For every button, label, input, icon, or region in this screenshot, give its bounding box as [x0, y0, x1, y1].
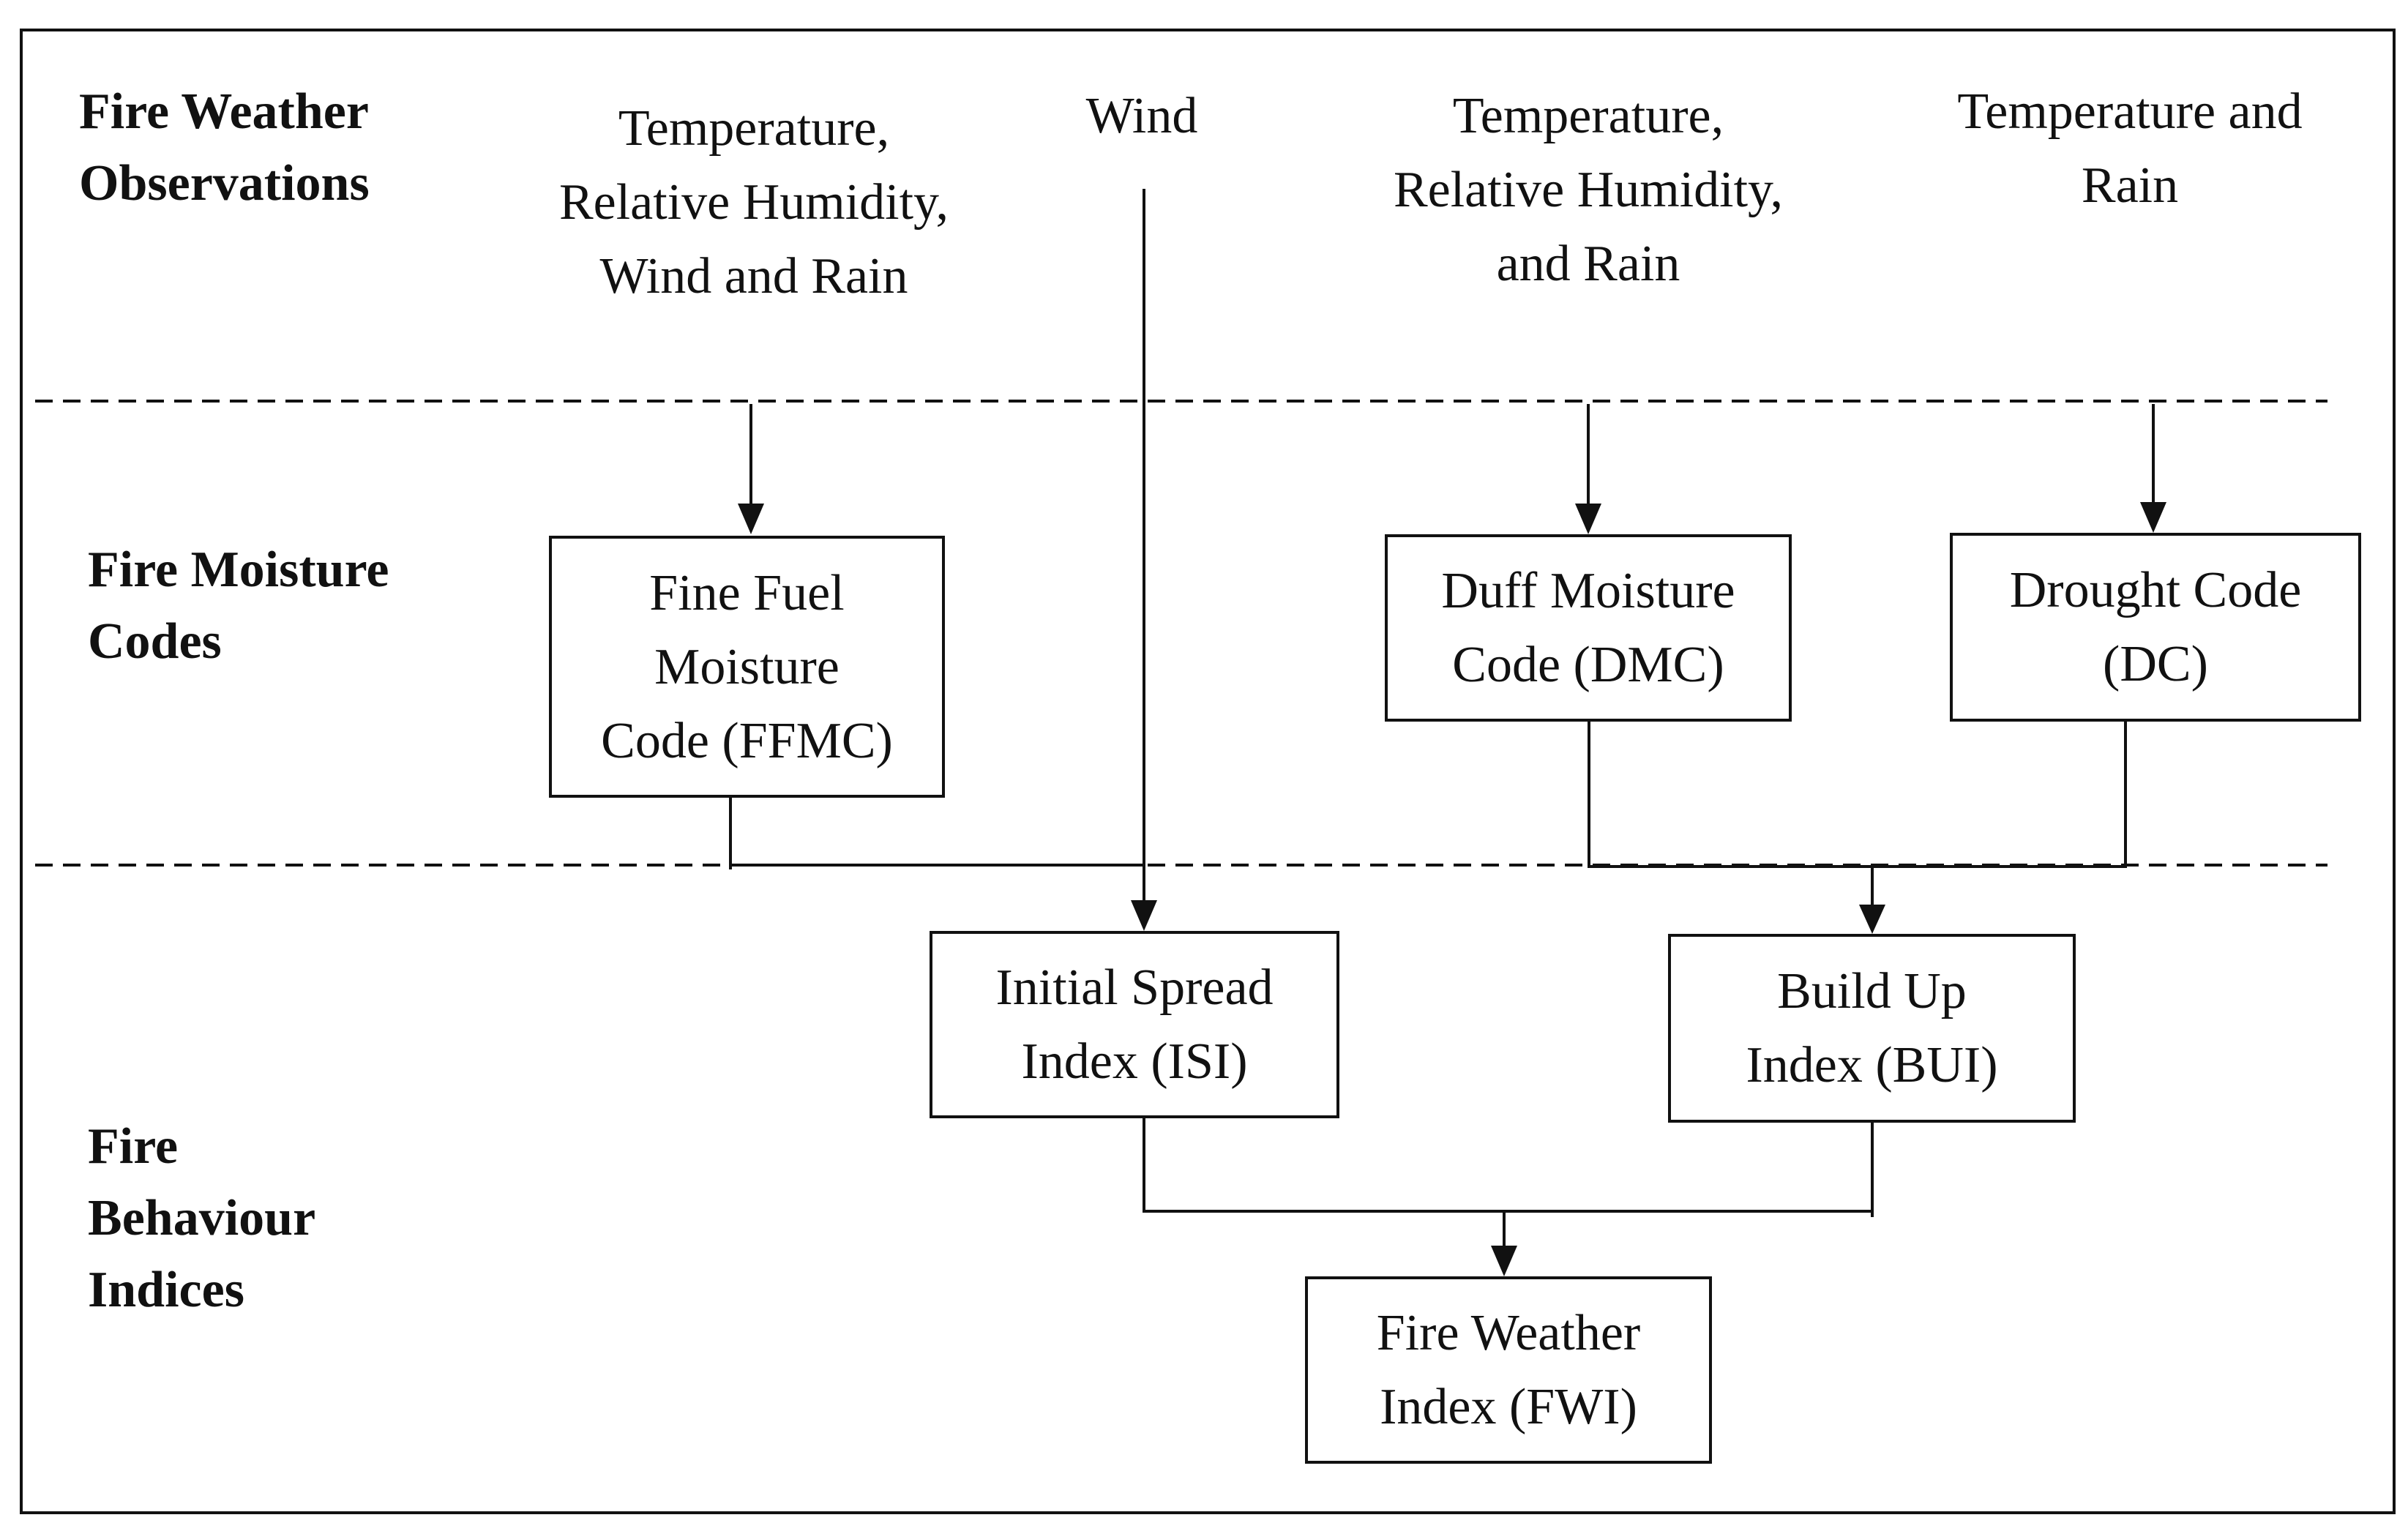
box-dc: Drought Code (DC) — [1950, 533, 2361, 722]
section-label-line: Behaviour — [88, 1190, 316, 1246]
arrow-to-dc-head — [2140, 502, 2166, 533]
observation-line: Relative Humidity, — [558, 174, 949, 231]
box-label-line: (DC) — [2103, 636, 2208, 692]
section-label-line: Observations — [79, 155, 370, 212]
box-label-line: Index (FWI) — [1380, 1379, 1637, 1435]
observation-line: Temperature, — [618, 100, 890, 157]
box-label-line: Initial Spread — [995, 959, 1274, 1016]
section-label-moisture-codes: Fire Moisture Codes — [88, 534, 389, 678]
box-label-line: Index (BUI) — [1746, 1037, 1998, 1093]
observation-wind: Wind — [1047, 79, 1237, 153]
section-label-line: Fire Moisture — [88, 542, 389, 598]
box-label-line: Build Up — [1777, 963, 1967, 1019]
box-label-line: Duff Moisture — [1441, 563, 1735, 619]
section-label-line: Indices — [88, 1262, 244, 1318]
section-label-line: Fire — [88, 1118, 179, 1175]
box-fwi: Fire Weather Index (FWI) — [1305, 1276, 1712, 1464]
arrow-to-ffmc-head — [738, 504, 764, 534]
arrow-to-bui-head — [1859, 905, 1885, 934]
box-label-line: Fire Weather — [1376, 1305, 1641, 1361]
arrow-wind-to-isi-head — [1131, 900, 1157, 931]
box-label-line: Code (FFMC) — [601, 712, 893, 769]
box-bui: Build Up Index (BUI) — [1668, 934, 2076, 1123]
observation-temp-rh-wind-rain: Temperature, Relative Humidity, Wind and… — [534, 91, 973, 313]
box-label-line: Fine Fuel — [649, 564, 845, 621]
box-label-line: Code (DMC) — [1452, 637, 1724, 693]
section-label-behaviour-indices: Fire Behaviour Indices — [88, 1111, 315, 1326]
box-label-line: Index (ISI) — [1021, 1033, 1248, 1090]
observation-temp-rain: Temperature and Rain — [1918, 75, 2342, 222]
section-label-line: Fire Weather — [79, 83, 369, 140]
box-dmc: Duff Moisture Code (DMC) — [1385, 534, 1792, 722]
box-label-line: Moisture — [654, 638, 840, 695]
observation-line: Temperature and — [1957, 83, 2303, 140]
observation-line: Wind — [1085, 88, 1198, 144]
observation-line: Temperature, — [1452, 88, 1724, 144]
observation-line: Wind and Rain — [599, 248, 908, 304]
box-isi: Initial Spread Index (ISI) — [930, 931, 1339, 1118]
box-ffmc: Fine Fuel Moisture Code (FFMC) — [549, 536, 945, 798]
section-label-line: Codes — [88, 613, 222, 670]
observation-line: Rain — [2081, 157, 2179, 214]
arrow-to-dmc-head — [1575, 504, 1601, 534]
observation-line: Relative Humidity, — [1393, 162, 1784, 218]
diagram-frame — [20, 29, 2396, 1514]
observation-temp-rh-rain: Temperature, Relative Humidity, and Rain — [1361, 79, 1815, 301]
section-label-observations: Fire Weather Observations — [79, 76, 370, 220]
arrow-to-fwi-head — [1491, 1246, 1517, 1276]
observation-line: and Rain — [1496, 236, 1680, 292]
box-label-line: Drought Code — [2009, 562, 2302, 618]
